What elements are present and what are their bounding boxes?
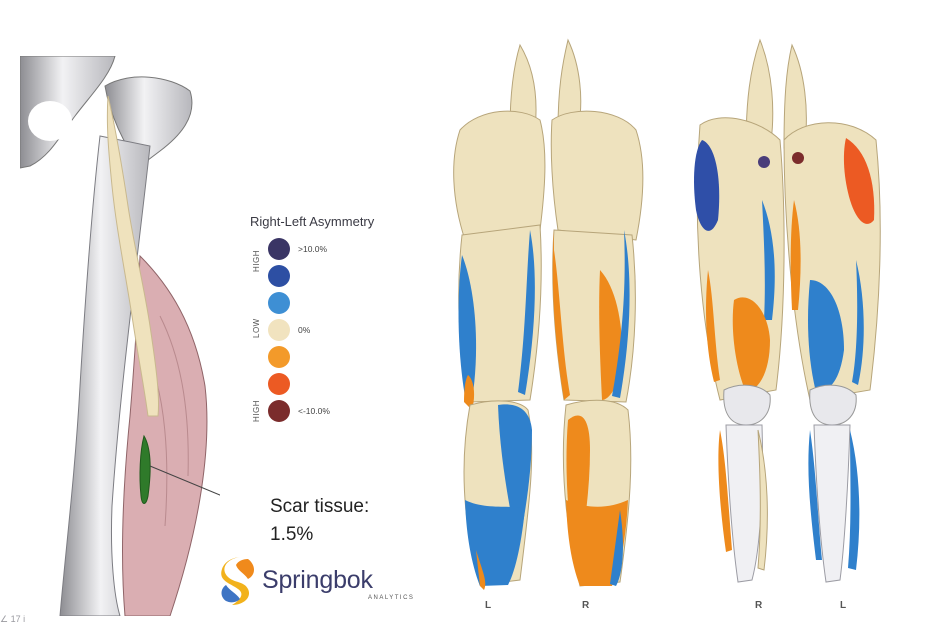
anterior-right-label: R bbox=[755, 600, 763, 610]
anterior-legs-view: R L bbox=[694, 38, 881, 610]
posterior-right-label: R bbox=[582, 600, 590, 610]
legend-swatch-high-positive bbox=[268, 238, 290, 260]
anterior-left-leg bbox=[783, 43, 881, 583]
legend-swatch-medium-negative bbox=[268, 373, 290, 395]
scar-tissue-value: 1.5% bbox=[270, 524, 314, 545]
corner-mark: ∠ 17 i bbox=[0, 614, 26, 624]
legend-swatch-high-negative bbox=[268, 400, 290, 422]
scar-tissue-annotation: Scar tissue: 1.5% bbox=[270, 493, 369, 549]
legend-swatch-neutral bbox=[268, 319, 290, 341]
legend-swatch-medium-positive bbox=[268, 265, 290, 287]
legend-swatch-low-negative bbox=[268, 346, 290, 368]
scar-tissue-label: Scar tissue: bbox=[270, 496, 370, 517]
legend-title: Right-Left Asymmetry bbox=[250, 214, 375, 229]
legend-swatch-low-positive bbox=[268, 292, 290, 314]
legend-label-neutral: 0% bbox=[298, 325, 311, 335]
legend-side-high-top: HIGH bbox=[252, 250, 261, 272]
thigh-femur-illustration bbox=[20, 56, 220, 616]
brand-tagline: ANALYTICS bbox=[368, 595, 415, 601]
legend-side-low: LOW bbox=[252, 318, 261, 338]
asymmetry-legend: Right-Left Asymmetry HIGH LOW HIGH >10.0… bbox=[242, 210, 432, 430]
anterior-left-label: L bbox=[840, 600, 846, 610]
brand-name: Springbok bbox=[262, 566, 373, 594]
legend-side-high-bottom: HIGH bbox=[252, 400, 261, 422]
legend-label-high-negative: <-10.0% bbox=[298, 406, 330, 416]
posterior-right-leg bbox=[550, 38, 644, 587]
springbok-logo-icon bbox=[221, 557, 254, 605]
posterior-left-leg bbox=[453, 43, 546, 590]
anterior-right-leg bbox=[694, 38, 785, 583]
springbok-logo: Springbok ANALYTICS bbox=[218, 553, 418, 609]
legend-label-high-positive: >10.0% bbox=[298, 244, 328, 254]
posterior-left-label: L bbox=[485, 600, 491, 610]
posterior-legs-view: L R bbox=[453, 38, 644, 610]
